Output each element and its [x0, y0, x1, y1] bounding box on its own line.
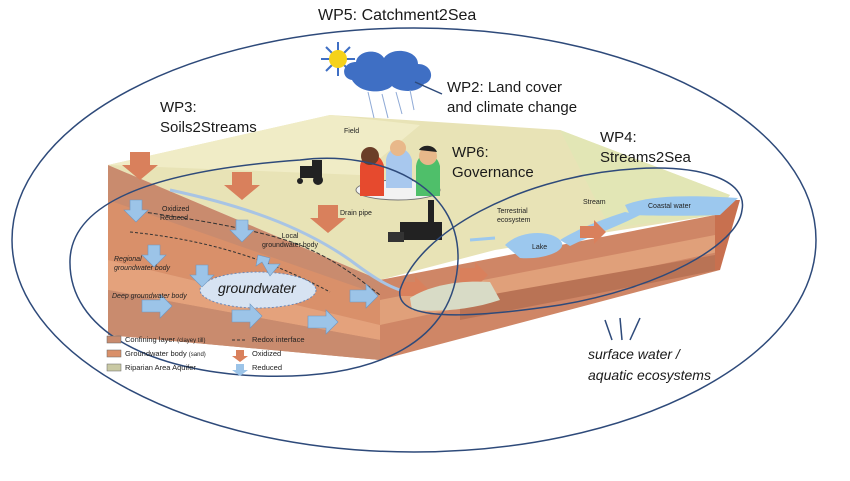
surface-line-1: surface water /	[588, 346, 680, 362]
legend-confining-note: (clayey till)	[177, 338, 206, 344]
wp3-line-2: Soils2Streams	[160, 119, 257, 136]
legend-gw-body: Groundwater body (sand)	[125, 349, 206, 358]
local-gw-line-2: groundwater body	[262, 242, 319, 249]
reduced-label: Reduced	[160, 215, 189, 222]
oxidized-label: Oxidized	[162, 206, 190, 213]
coastal-water-label: Coastal water	[648, 203, 691, 210]
groundwater-blob	[199, 271, 317, 309]
wp4-ellipse	[399, 167, 744, 316]
stream-label: Stream	[583, 199, 606, 206]
wp4-label: WP4: Streams2Sea	[600, 128, 691, 168]
wp2-leader-line	[414, 81, 443, 95]
wp2-label: WP2: Land cover and climate change	[447, 78, 577, 118]
workpackage-outlines	[11, 27, 817, 453]
surface-line-2: aquatic ecosystems	[588, 367, 711, 383]
wp2-line-1: WP2: Land cover	[447, 79, 563, 96]
redox-interface	[129, 209, 381, 296]
regional-gw-label: Regional groundwater body	[114, 255, 170, 273]
drain-pipe	[169, 188, 401, 292]
terrestrial-label: Terrestrial ecosystem	[497, 207, 530, 225]
terrestrial-line-2: ecosystem	[497, 217, 531, 224]
riparian-aquifer	[410, 281, 500, 311]
terrestrial-line-1: Terrestrial	[497, 208, 528, 215]
legend-redox: Redox interface	[252, 335, 305, 344]
wp5-ellipse	[11, 27, 817, 453]
cloud-icon	[344, 50, 432, 119]
coastal-water	[625, 196, 738, 216]
wp2-line-2: and climate change	[447, 99, 578, 116]
field-label: Field	[344, 128, 360, 135]
legend-gw-note: (sand)	[188, 352, 206, 358]
deep-gw-label: Deep groundwater body	[112, 293, 187, 300]
regional-gw-line-2: groundwater body	[114, 265, 171, 272]
wp5-label: WP5: Catchment2Sea	[318, 7, 477, 24]
legend-confining-text: Confining layer	[125, 335, 176, 344]
wp4-line-1: WP4:	[600, 129, 637, 146]
legend-oxidized: Oxidized	[252, 349, 282, 358]
local-gw-label: Local groundwater body	[262, 232, 318, 250]
oxidized-arrows	[122, 152, 606, 302]
wp3-ellipse	[69, 157, 459, 377]
drain-pipe-label: Drain pipe	[340, 210, 372, 217]
surface-water-label: surface water / aquatic ecosystems	[588, 344, 711, 386]
local-gw-line-1: Local	[281, 233, 299, 240]
governance-people-icon	[355, 140, 441, 201]
reduced-arrows	[123, 199, 379, 335]
legend-gw-text: Groundwater body	[125, 349, 187, 358]
wp3-line-1: WP3:	[160, 99, 197, 116]
factory-icon	[388, 200, 442, 242]
lake	[505, 233, 563, 259]
legend-swatches	[106, 335, 248, 376]
wp4-line-2: Streams2Sea	[600, 149, 691, 166]
wp6-line-2: Governance	[452, 164, 534, 181]
legend-confining: Confining layer (clayey till)	[125, 335, 205, 344]
tractor-icon	[297, 160, 323, 185]
lake-label: Lake	[532, 244, 548, 251]
regional-gw-line-1: Regional	[114, 256, 142, 263]
legend-reduced: Reduced	[252, 363, 283, 372]
wp6-line-1: WP6:	[452, 144, 489, 161]
wp3-label: WP3: Soils2Streams	[160, 98, 257, 138]
wp6-label: WP6: Governance	[452, 143, 534, 183]
groundwater-label: groundwater	[218, 280, 296, 296]
legend-riparian: Riparian Area Aquifer	[125, 363, 196, 372]
